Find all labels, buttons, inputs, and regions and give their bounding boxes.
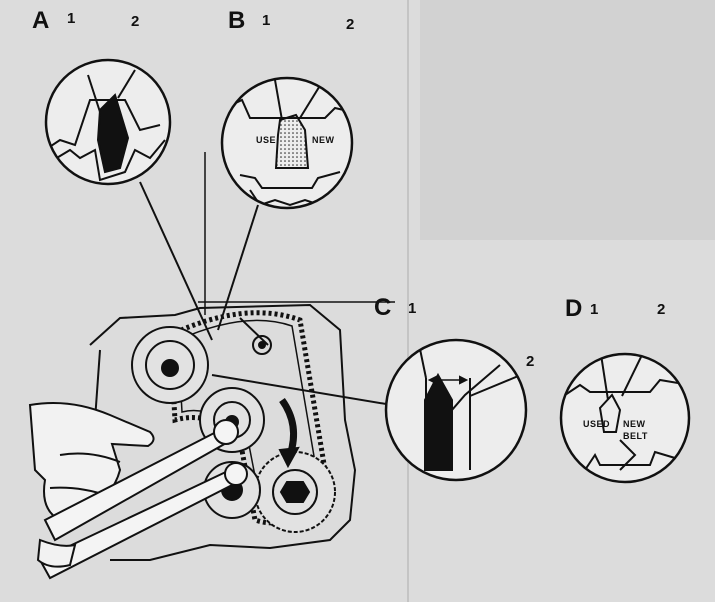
callout-d-belt-text: BELT	[623, 431, 648, 441]
leader-lines	[139, 181, 393, 406]
callout-d	[559, 352, 691, 484]
callout-c-label-1: 1	[408, 300, 417, 317]
guide-lines	[198, 152, 395, 315]
callout-a	[44, 58, 172, 186]
callout-c-label-2: 2	[526, 353, 535, 370]
callout-b-label-1: 1	[262, 12, 271, 29]
callout-d-label-2: 2	[657, 301, 666, 318]
callout-d-label-1: 1	[590, 301, 599, 318]
callout-a-label-1: 1	[67, 10, 76, 27]
callout-d-used-text: USED	[583, 419, 611, 429]
callout-d-new-text: NEW	[623, 419, 646, 429]
callout-b-label-2: 2	[346, 16, 355, 33]
callout-c-letter: C	[374, 294, 392, 321]
callout-a-label-2: 2	[131, 13, 140, 30]
engine-assembly	[89, 303, 357, 561]
callout-d-letter: D	[565, 295, 583, 322]
callout-b-letter: B	[228, 7, 246, 34]
page-background	[407, 0, 715, 602]
callout-a-letter: A	[32, 7, 50, 34]
hand-icon	[28, 401, 155, 522]
callout-b-used-text: USE	[256, 135, 277, 145]
callout-c	[384, 338, 528, 482]
callout-b-new-text: NEW	[312, 135, 335, 145]
hand-and-wrench	[28, 401, 248, 580]
callout-b	[220, 76, 354, 210]
